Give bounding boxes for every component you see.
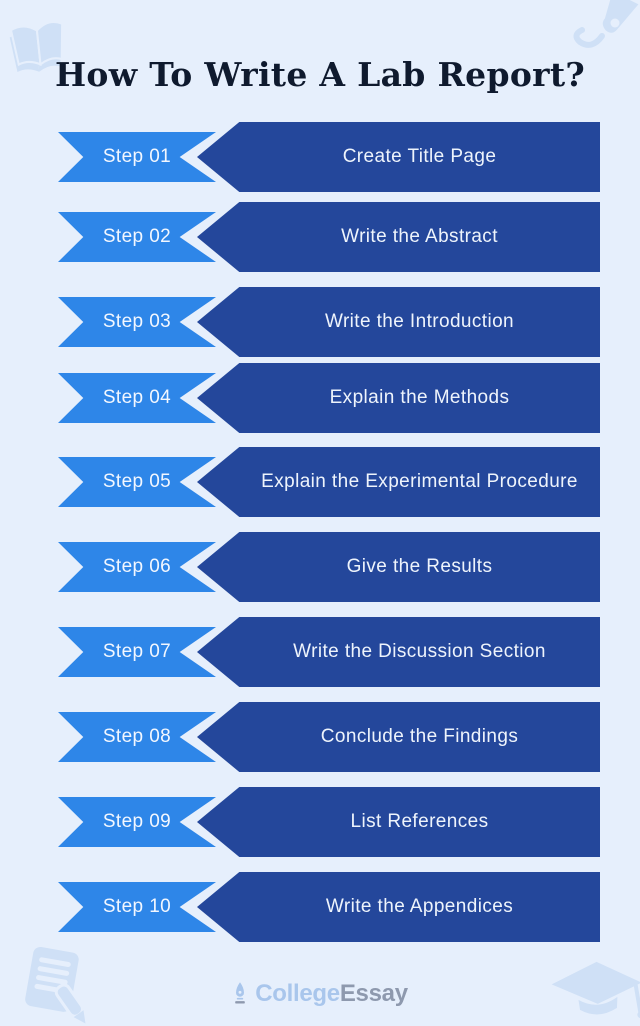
step-badge: Step 04 bbox=[58, 373, 216, 423]
step-title: Write the Introduction bbox=[324, 311, 515, 332]
step-row: Conclude the Findings Step 08 bbox=[0, 702, 640, 772]
brand-essay-text: Essay bbox=[339, 979, 408, 1007]
step-banner: Create Title Page bbox=[197, 122, 600, 192]
step-row: Write the Appendices Step 10 bbox=[0, 872, 640, 942]
step-title: List References bbox=[350, 811, 489, 832]
step-row: Write the Abstract Step 02 bbox=[0, 202, 640, 272]
step-number: Step 05 bbox=[102, 471, 172, 492]
open-book-icon bbox=[9, 20, 64, 72]
step-number: Step 02 bbox=[102, 226, 172, 247]
step-number: Step 04 bbox=[102, 387, 172, 408]
step-number: Step 01 bbox=[102, 146, 172, 167]
step-badge: Step 01 bbox=[58, 132, 216, 182]
step-badge: Step 02 bbox=[58, 212, 216, 262]
document-pencil-icon bbox=[25, 946, 86, 1024]
step-row: Create Title Page Step 01 bbox=[0, 122, 640, 192]
step-row: Explain the Methods Step 04 bbox=[0, 363, 640, 433]
step-title: Give the Results bbox=[346, 556, 493, 577]
step-row: Write the Introduction Step 03 bbox=[0, 287, 640, 357]
graduation-cap-icon bbox=[551, 961, 640, 1019]
step-number: Step 09 bbox=[102, 811, 172, 832]
step-number: Step 06 bbox=[102, 556, 172, 577]
page-title: How To Write A Lab Report? bbox=[54, 55, 586, 94]
step-banner: List References bbox=[197, 787, 600, 857]
step-title: Write the Abstract bbox=[341, 226, 498, 247]
step-title: Write the Discussion Section bbox=[293, 641, 546, 662]
step-banner: Write the Introduction bbox=[197, 287, 600, 357]
step-row: Explain the Experimental Procedure Step … bbox=[0, 447, 640, 517]
step-row: Write the Discussion Section Step 07 bbox=[0, 617, 640, 687]
step-badge: Step 06 bbox=[58, 542, 216, 592]
step-banner: Write the Appendices bbox=[197, 872, 600, 942]
step-badge: Step 07 bbox=[58, 627, 216, 677]
step-number: Step 03 bbox=[102, 311, 172, 332]
brand-logo: CollegeEssay bbox=[0, 980, 640, 1007]
step-number: Step 10 bbox=[102, 896, 172, 917]
step-title: Explain the Methods bbox=[329, 387, 510, 408]
step-badge: Step 10 bbox=[58, 882, 216, 932]
step-row: List References Step 09 bbox=[0, 787, 640, 857]
step-badge: Step 09 bbox=[58, 797, 216, 847]
step-banner: Write the Abstract bbox=[197, 202, 600, 272]
step-row: Give the Results Step 06 bbox=[0, 532, 640, 602]
step-badge: Step 05 bbox=[58, 457, 216, 507]
step-title: Create Title Page bbox=[342, 146, 497, 167]
step-title: Write the Appendices bbox=[325, 896, 514, 917]
step-banner: Give the Results bbox=[197, 532, 600, 602]
step-title: Explain the Experimental Procedure bbox=[261, 471, 578, 492]
step-banner: Explain the Methods bbox=[197, 363, 600, 433]
step-number: Step 07 bbox=[102, 641, 172, 662]
step-banner: Explain the Experimental Procedure bbox=[197, 447, 600, 517]
step-title: Conclude the Findings bbox=[320, 726, 519, 747]
step-badge: Step 03 bbox=[58, 297, 216, 347]
step-banner: Write the Discussion Section bbox=[197, 617, 600, 687]
step-badge: Step 08 bbox=[58, 712, 216, 762]
fountain-pen-icon bbox=[573, 0, 640, 48]
brand-college-text: College bbox=[255, 979, 340, 1007]
pen-nib-icon bbox=[235, 982, 246, 1004]
step-banner: Conclude the Findings bbox=[197, 702, 600, 772]
step-number: Step 08 bbox=[102, 726, 172, 747]
